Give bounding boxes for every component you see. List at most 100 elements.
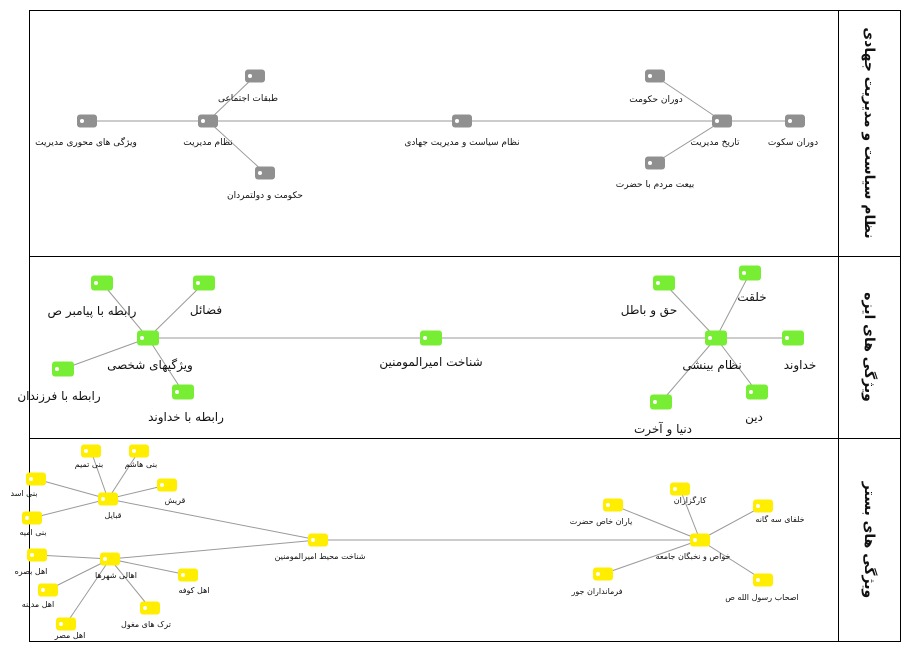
node-p2-da[interactable]: دنیا و آخرت [634,394,692,438]
node-box[interactable] [22,511,42,525]
node-p3-kh[interactable]: خواص و نخبگان جامعه [656,533,731,562]
node-p3-am[interactable]: اهل مدینه [22,583,58,610]
node-p2-rp[interactable]: رابطه با پیامبر ص [48,275,137,320]
node-box[interactable] [650,394,672,410]
node-p2-kd[interactable]: خداوند [782,330,816,374]
node-box[interactable] [785,114,805,128]
node-box[interactable] [81,444,101,458]
node-p2-vs[interactable]: ویژگیهای شخصی [107,330,193,374]
node-box[interactable] [193,275,215,291]
node-box[interactable] [603,498,623,512]
node-box[interactable] [753,573,773,587]
node-p3-ah[interactable]: اهالی شهرها [95,552,137,581]
node-p3-ba[interactable]: بنی اسد [11,472,46,499]
node-box[interactable] [746,384,768,400]
node-p2-fz[interactable]: فضائل [190,275,222,318]
node-dot-icon [196,281,200,285]
node-box[interactable] [38,583,58,597]
node-box[interactable] [753,499,773,513]
node-dot-icon [55,367,59,371]
node-box[interactable] [77,114,97,128]
node-dot-icon [101,497,105,501]
node-box[interactable] [157,478,177,492]
node-p1-te[interactable]: طبقات اجتماعی [218,69,278,105]
node-p3-bu[interactable]: بنی امیه [19,511,47,538]
node-box[interactable] [26,472,46,486]
node-box[interactable] [178,568,198,582]
node-p2-di[interactable]: دین [745,384,768,426]
edge-p3-qb-p3-bt [90,450,109,500]
node-box[interactable] [100,552,120,566]
node-box[interactable] [98,492,118,506]
node-p3-kg[interactable]: کارگزاران [670,482,707,506]
node-box[interactable] [670,482,690,496]
node-p3-root[interactable]: شناخت محیط امیرالمومنین [275,533,366,562]
node-box[interactable] [52,361,74,377]
node-dot-icon [656,281,660,285]
node-p1-dh[interactable]: دوران حکومت [629,69,683,106]
node-dot-icon [41,588,45,592]
node-p1-hd[interactable]: حکومت و دولتمردان [227,166,303,202]
edge-p3-kh-p3-yk [612,504,701,541]
node-box[interactable] [452,114,472,128]
node-p3-ae[interactable]: اهل مصر [54,617,86,641]
node-p1-nm[interactable]: نظام مدیریت [183,114,233,149]
node-p3-bs[interactable]: اهل بصره [15,548,48,577]
node-p3-yk[interactable]: یاران خاص حضرت [570,498,633,527]
node-dot-icon [140,336,144,340]
node-box[interactable] [245,69,265,83]
edge-p1-tm-p1-bm [654,120,723,164]
node-p3-bt[interactable]: بنی تمیم [75,444,103,470]
node-label: بنی هاشم [125,460,158,469]
node-p1-root[interactable]: نظام سیاست و مدیریت جهادی [404,114,520,149]
node-label: اهل مصر [54,631,86,640]
node-box[interactable] [308,533,328,547]
node-box[interactable] [137,330,159,346]
node-p2-root[interactable]: شناخت امیرالمومنین [379,330,483,371]
node-box[interactable] [56,617,76,631]
node-p2-hb[interactable]: حق و باطل [621,275,677,319]
node-box[interactable] [739,265,761,281]
node-p2-rf[interactable]: رابطه با فرزندان [17,361,101,405]
node-dot-icon [160,483,164,487]
node-box[interactable] [712,114,732,128]
node-p3-ak[interactable]: اهل کوفه [178,568,210,596]
node-box[interactable] [91,275,113,291]
panel-title: ویژگی های ایزه [861,292,878,402]
node-box[interactable] [645,69,665,83]
node-p3-as[interactable]: اصحاب رسول الله ص [725,573,799,603]
node-p1-tm[interactable]: تاریخ مدیریت [690,114,740,149]
node-p3-bh[interactable]: بنی هاشم [125,444,158,470]
node-box[interactable] [198,114,218,128]
node-box[interactable] [255,166,275,180]
node-box[interactable] [129,444,149,458]
node-p3-qb[interactable]: قبایل [98,492,122,521]
node-p3-ks[interactable]: خلفای سه گانه [753,499,805,525]
node-box[interactable] [140,601,160,615]
edge-p1-tm-p1-dh [654,75,723,122]
node-box[interactable] [705,330,727,346]
node-box[interactable] [27,548,47,562]
node-p2-kh[interactable]: خلقت [737,265,767,305]
node-p2-nb[interactable]: نظام بینشی [682,330,742,373]
node-p3-fj[interactable]: فرمانداران جور [570,567,623,597]
node-box[interactable] [172,384,194,400]
node-label: کارگزاران [674,495,707,505]
node-p3-qr[interactable]: قریش [157,478,186,506]
node-box[interactable] [653,275,675,291]
node-dot-icon [749,390,753,394]
node-p1-ds[interactable]: دوران سکوت [768,114,818,149]
node-p3-tm[interactable]: ترک های مغول [121,601,171,630]
node-p1-vm[interactable]: ویژگی های محوری مدیریت [35,114,137,149]
node-p1-bm[interactable]: بیعت مردم با حضرت [616,156,694,191]
node-box[interactable] [645,156,665,170]
node-box[interactable] [782,330,804,346]
node-label: رابطه با فرزندان [17,389,101,404]
node-box[interactable] [690,533,710,547]
edge-p2-vs-p2-fz [147,282,205,339]
node-box[interactable] [420,330,442,346]
node-p2-rk[interactable]: رابطه با خداوند [148,384,224,426]
node-box[interactable] [593,567,613,581]
